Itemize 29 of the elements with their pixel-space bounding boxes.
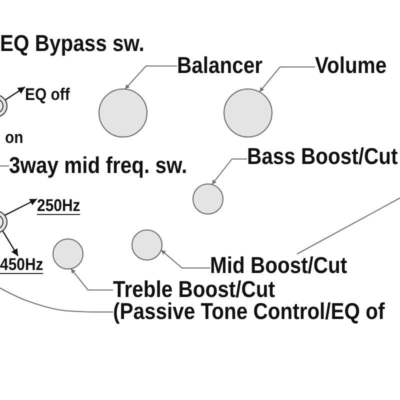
- leader-line: [211, 158, 248, 185]
- leader-line: [70, 268, 114, 290]
- control-label: Treble Boost/Cut: [113, 278, 275, 301]
- arrow: [4, 198, 38, 216]
- control-label: (Passive Tone Control/EQ of: [113, 300, 385, 323]
- control-knob: [192, 183, 224, 215]
- control-label: Volume: [315, 54, 387, 77]
- position-label: 250Hz: [37, 197, 80, 215]
- control-knob: [98, 88, 148, 138]
- control-knob: [131, 229, 163, 261]
- leader-line: [124, 66, 178, 90]
- leader-line: [259, 66, 316, 92]
- arrow: [4, 86, 26, 100]
- control-label: Bass Boost/Cut: [247, 145, 398, 168]
- control-label: EQ Bypass sw.: [0, 32, 144, 55]
- position-label: 450Hz: [0, 256, 44, 274]
- arrow: [2, 230, 19, 256]
- control-knob: [223, 88, 273, 138]
- control-label: Balancer: [177, 54, 262, 77]
- toggle-switch: [0, 94, 8, 118]
- control-label: Mid Boost/Cut: [210, 254, 348, 277]
- leader-line: [0, 288, 114, 313]
- position-label: on: [5, 129, 24, 146]
- control-label: 3way mid freq. sw.: [9, 154, 188, 177]
- leader-line: [296, 198, 400, 254]
- toggle-switch: [0, 210, 8, 234]
- position-label: EQ off: [25, 86, 70, 103]
- leader-line: [160, 250, 210, 268]
- control-knob: [52, 238, 84, 270]
